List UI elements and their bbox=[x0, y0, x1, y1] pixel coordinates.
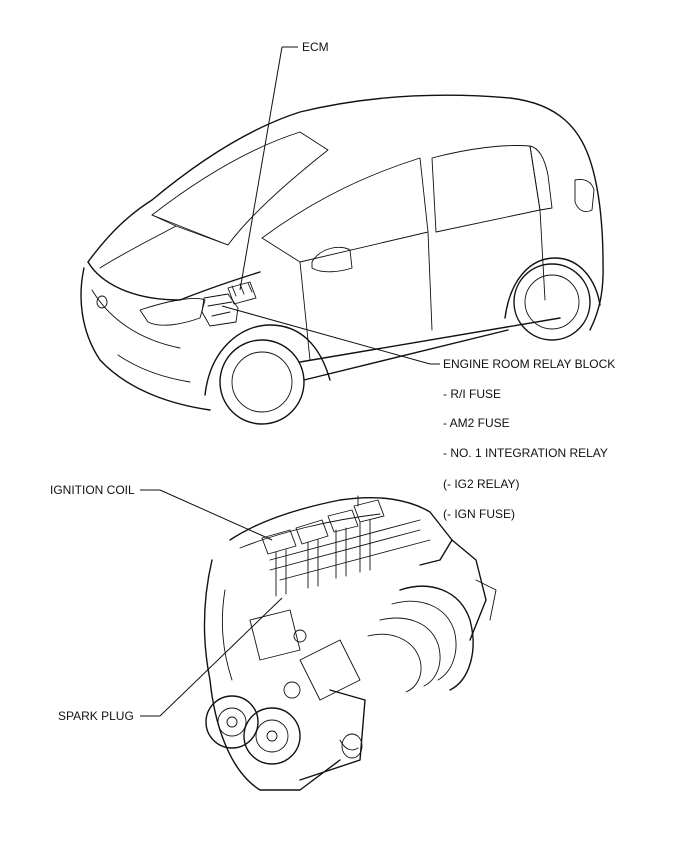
ig2-relay-label: (- IG2 RELAY) bbox=[443, 477, 520, 491]
spark-plug-label: SPARK PLUG bbox=[58, 709, 134, 723]
engine-illustration bbox=[203, 495, 497, 791]
engine-room-relay-block-label: ENGINE ROOM RELAY BLOCK bbox=[443, 357, 616, 371]
integration-relay-label: - NO. 1 INTEGRATION RELAY bbox=[443, 446, 608, 460]
relay-block-illustration bbox=[201, 293, 239, 327]
relay-block-leader-line bbox=[221, 305, 431, 365]
car-illustration bbox=[80, 94, 604, 425]
am2-fuse-label: - AM2 FUSE bbox=[443, 416, 510, 430]
ignition-coil-label: IGNITION COIL bbox=[50, 483, 135, 497]
ign-fuse-label: (- IGN FUSE) bbox=[443, 507, 515, 521]
ecm-label: ECM bbox=[302, 40, 329, 54]
ecm-illustration bbox=[227, 281, 257, 305]
ri-fuse-label: - R/I FUSE bbox=[443, 387, 502, 401]
